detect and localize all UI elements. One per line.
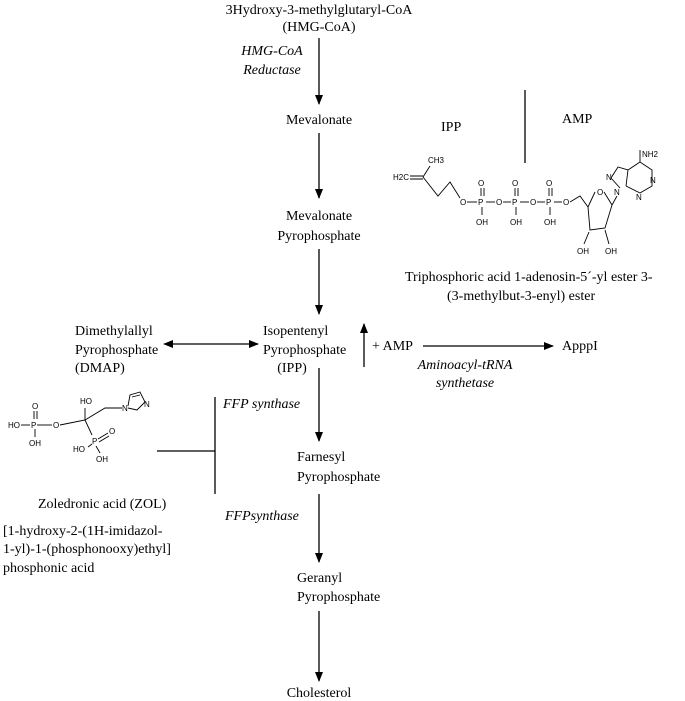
farnesyl-line1: Farnesyl bbox=[297, 450, 345, 465]
svg-text:O: O bbox=[32, 402, 38, 411]
ch3-atom: CH3 bbox=[428, 156, 445, 165]
svg-text:N: N bbox=[606, 173, 612, 182]
svg-text:OH: OH bbox=[29, 439, 41, 448]
svg-text:O: O bbox=[496, 198, 502, 207]
enzyme-ffp-synthase-1: FFP synthase bbox=[222, 397, 300, 412]
svg-text:O: O bbox=[530, 198, 536, 207]
svg-text:OH: OH bbox=[476, 218, 488, 227]
ipp-moiety-label: IPP bbox=[441, 120, 461, 135]
apppi-caption-line1: Triphosphoric acid 1-adenosin-5´-yl este… bbox=[405, 270, 653, 285]
svg-text:HO: HO bbox=[73, 445, 85, 454]
p-atom-3: P bbox=[546, 198, 551, 207]
hmg-coa-abbrev: (HMG-CoA) bbox=[282, 20, 355, 35]
zol-name: Zoledronic acid (ZOL) bbox=[38, 497, 167, 512]
svg-text:OH: OH bbox=[544, 218, 556, 227]
svg-text:HO: HO bbox=[8, 421, 20, 430]
enzyme-aminoacyl-line1: Aminoacyl-tRNA bbox=[417, 358, 513, 373]
amp-moiety-label: AMP bbox=[562, 112, 593, 127]
svg-text:O: O bbox=[109, 427, 115, 436]
enzyme-hmg-coa-reductase-line2: Reductase bbox=[242, 63, 301, 78]
imidazole-ring bbox=[127, 391, 146, 411]
svg-text:N: N bbox=[636, 193, 642, 202]
apppi-structure: IPP AMP CH3 H2C O P O OH O P O OH O P O … bbox=[393, 90, 659, 304]
dmap-line2: Pyrophosphate bbox=[75, 343, 158, 358]
zol-iupac-line3: phosphonic acid bbox=[3, 561, 94, 576]
nh2-group: NH2 bbox=[642, 150, 659, 159]
p-atom-1: P bbox=[478, 198, 483, 207]
hmg-coa-name: 3Hydroxy-3-methylglutaryl-CoA bbox=[226, 3, 414, 18]
svg-text:O: O bbox=[546, 179, 552, 188]
zol-iupac-line2: 1-yl)-1-(phosphonooxy)ethyl] bbox=[3, 542, 171, 557]
svg-text:OH: OH bbox=[510, 218, 522, 227]
farnesyl-line2: Pyrophosphate bbox=[297, 470, 380, 485]
ipp-line3: (IPP) bbox=[277, 361, 307, 376]
ipp-line1: Isopentenyl bbox=[263, 324, 328, 339]
svg-text:HO: HO bbox=[80, 397, 92, 406]
cholesterol-label: Cholesterol bbox=[287, 686, 352, 701]
h2c-atom: H2C bbox=[393, 173, 409, 182]
svg-text:OH: OH bbox=[96, 455, 108, 464]
svg-text:N: N bbox=[144, 400, 150, 409]
mevalonate-pp-line2: Pyrophosphate bbox=[277, 229, 360, 244]
o-ester-5prime: O bbox=[563, 198, 569, 207]
double-bond bbox=[410, 175, 423, 180]
n9-atom: N bbox=[614, 188, 620, 197]
enzyme-aminoacyl-line2: synthetase bbox=[436, 376, 494, 391]
enzyme-hmg-coa-reductase-line1: HMG-CoA bbox=[240, 44, 303, 59]
svg-text:OH: OH bbox=[577, 247, 589, 256]
mevalonate-pp-line1: Mevalonate bbox=[286, 209, 352, 224]
geranyl-line2: Pyrophosphate bbox=[297, 590, 380, 605]
zol-iupac-line1: [1-hydroxy-2-(1H-imidazol- bbox=[3, 524, 163, 539]
dmap-line1: Dimethylallyl bbox=[75, 324, 153, 339]
zoledronic-acid-structure: O HO P O OH HO P O HO OH N N Zoledronic … bbox=[3, 391, 171, 576]
svg-text:O: O bbox=[53, 421, 59, 430]
adenine-rings bbox=[610, 150, 653, 194]
svg-text:O: O bbox=[478, 179, 484, 188]
zol-p-atom-1: P bbox=[31, 421, 36, 430]
o-ester-1: O bbox=[460, 198, 466, 207]
svg-text:OH: OH bbox=[605, 247, 617, 256]
plus-amp-label: + AMP bbox=[372, 339, 413, 354]
geranyl-line1: Geranyl bbox=[297, 571, 342, 586]
apppi-label: ApppI bbox=[562, 339, 598, 354]
mevalonate-label: Mevalonate bbox=[286, 113, 352, 128]
ipp-line2: Pyrophosphate bbox=[263, 343, 346, 358]
svg-text:O: O bbox=[512, 179, 518, 188]
zol-p-atom-2: P bbox=[92, 437, 97, 446]
svg-text:N: N bbox=[122, 404, 128, 413]
dmap-line3: (DMAP) bbox=[75, 361, 125, 376]
ring-oxygen: O bbox=[597, 188, 603, 197]
svg-text:N: N bbox=[650, 176, 656, 185]
p-atom-2: P bbox=[512, 198, 517, 207]
enzyme-ffp-synthase-2: FFPsynthase bbox=[224, 509, 299, 524]
ribose-ring bbox=[587, 191, 613, 231]
apppi-caption-line2: (3-methylbut-3-enyl) ester bbox=[447, 289, 595, 304]
isopentenyl-chain bbox=[422, 165, 461, 199]
